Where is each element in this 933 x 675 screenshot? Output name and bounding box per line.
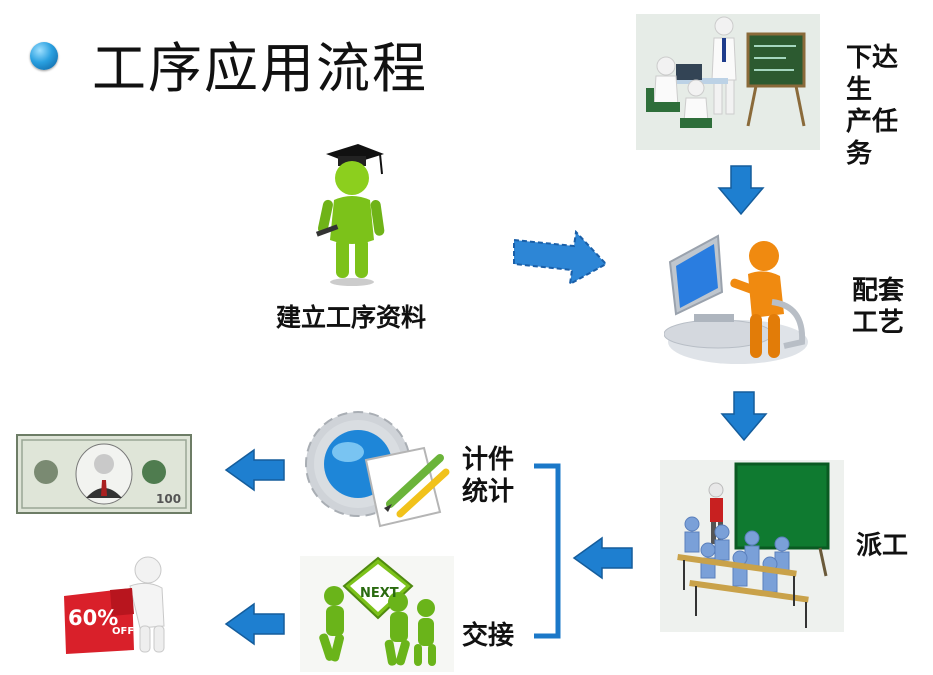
page-title: 工序应用流程	[92, 37, 428, 100]
discount-illustration: 60% OFF	[60, 554, 176, 658]
dashed-right-arrow-icon	[512, 230, 608, 286]
discount-percent-text: 60%	[68, 606, 119, 630]
left-arrow-icon	[572, 536, 634, 580]
meeting-illustration	[636, 14, 820, 150]
label-handover: 交接	[462, 621, 515, 651]
bracket-connector	[530, 462, 566, 640]
label-piece-count-line2: 统计	[462, 477, 515, 507]
classroom-illustration	[660, 460, 844, 632]
label-issue-task-line1: 下达生	[846, 43, 899, 105]
label-piece-count: 计件 统计	[462, 444, 534, 508]
label-piece-count-line1: 计件	[462, 445, 515, 475]
label-issue-task-line2: 产任务	[846, 107, 899, 169]
next-team-illustration: NEXT	[300, 556, 454, 672]
down-arrow-icon-2	[720, 390, 768, 442]
left-arrow-icon-3	[224, 602, 286, 646]
banknote-value: 100	[156, 492, 182, 506]
label-dispatch: 派工	[856, 531, 909, 561]
banknote-illustration: 100	[16, 434, 192, 514]
label-build-process: 建立工序资料	[276, 303, 427, 332]
label-config-process-line2: 工艺	[852, 308, 905, 338]
left-arrow-icon-2	[224, 448, 286, 492]
down-arrow-icon	[717, 164, 765, 216]
label-config-process: 配套 工艺	[852, 275, 924, 339]
label-config-process-line1: 配套	[852, 276, 905, 306]
gear-document-illustration	[300, 408, 450, 530]
discount-off-text: OFF	[112, 626, 135, 637]
graduate-figure-illustration	[312, 140, 392, 288]
computer-worker-illustration	[664, 222, 812, 372]
title-bullet-icon	[30, 42, 58, 70]
next-sign-text: NEXT	[360, 586, 399, 601]
label-issue-task: 下达生 产任务	[846, 42, 918, 170]
